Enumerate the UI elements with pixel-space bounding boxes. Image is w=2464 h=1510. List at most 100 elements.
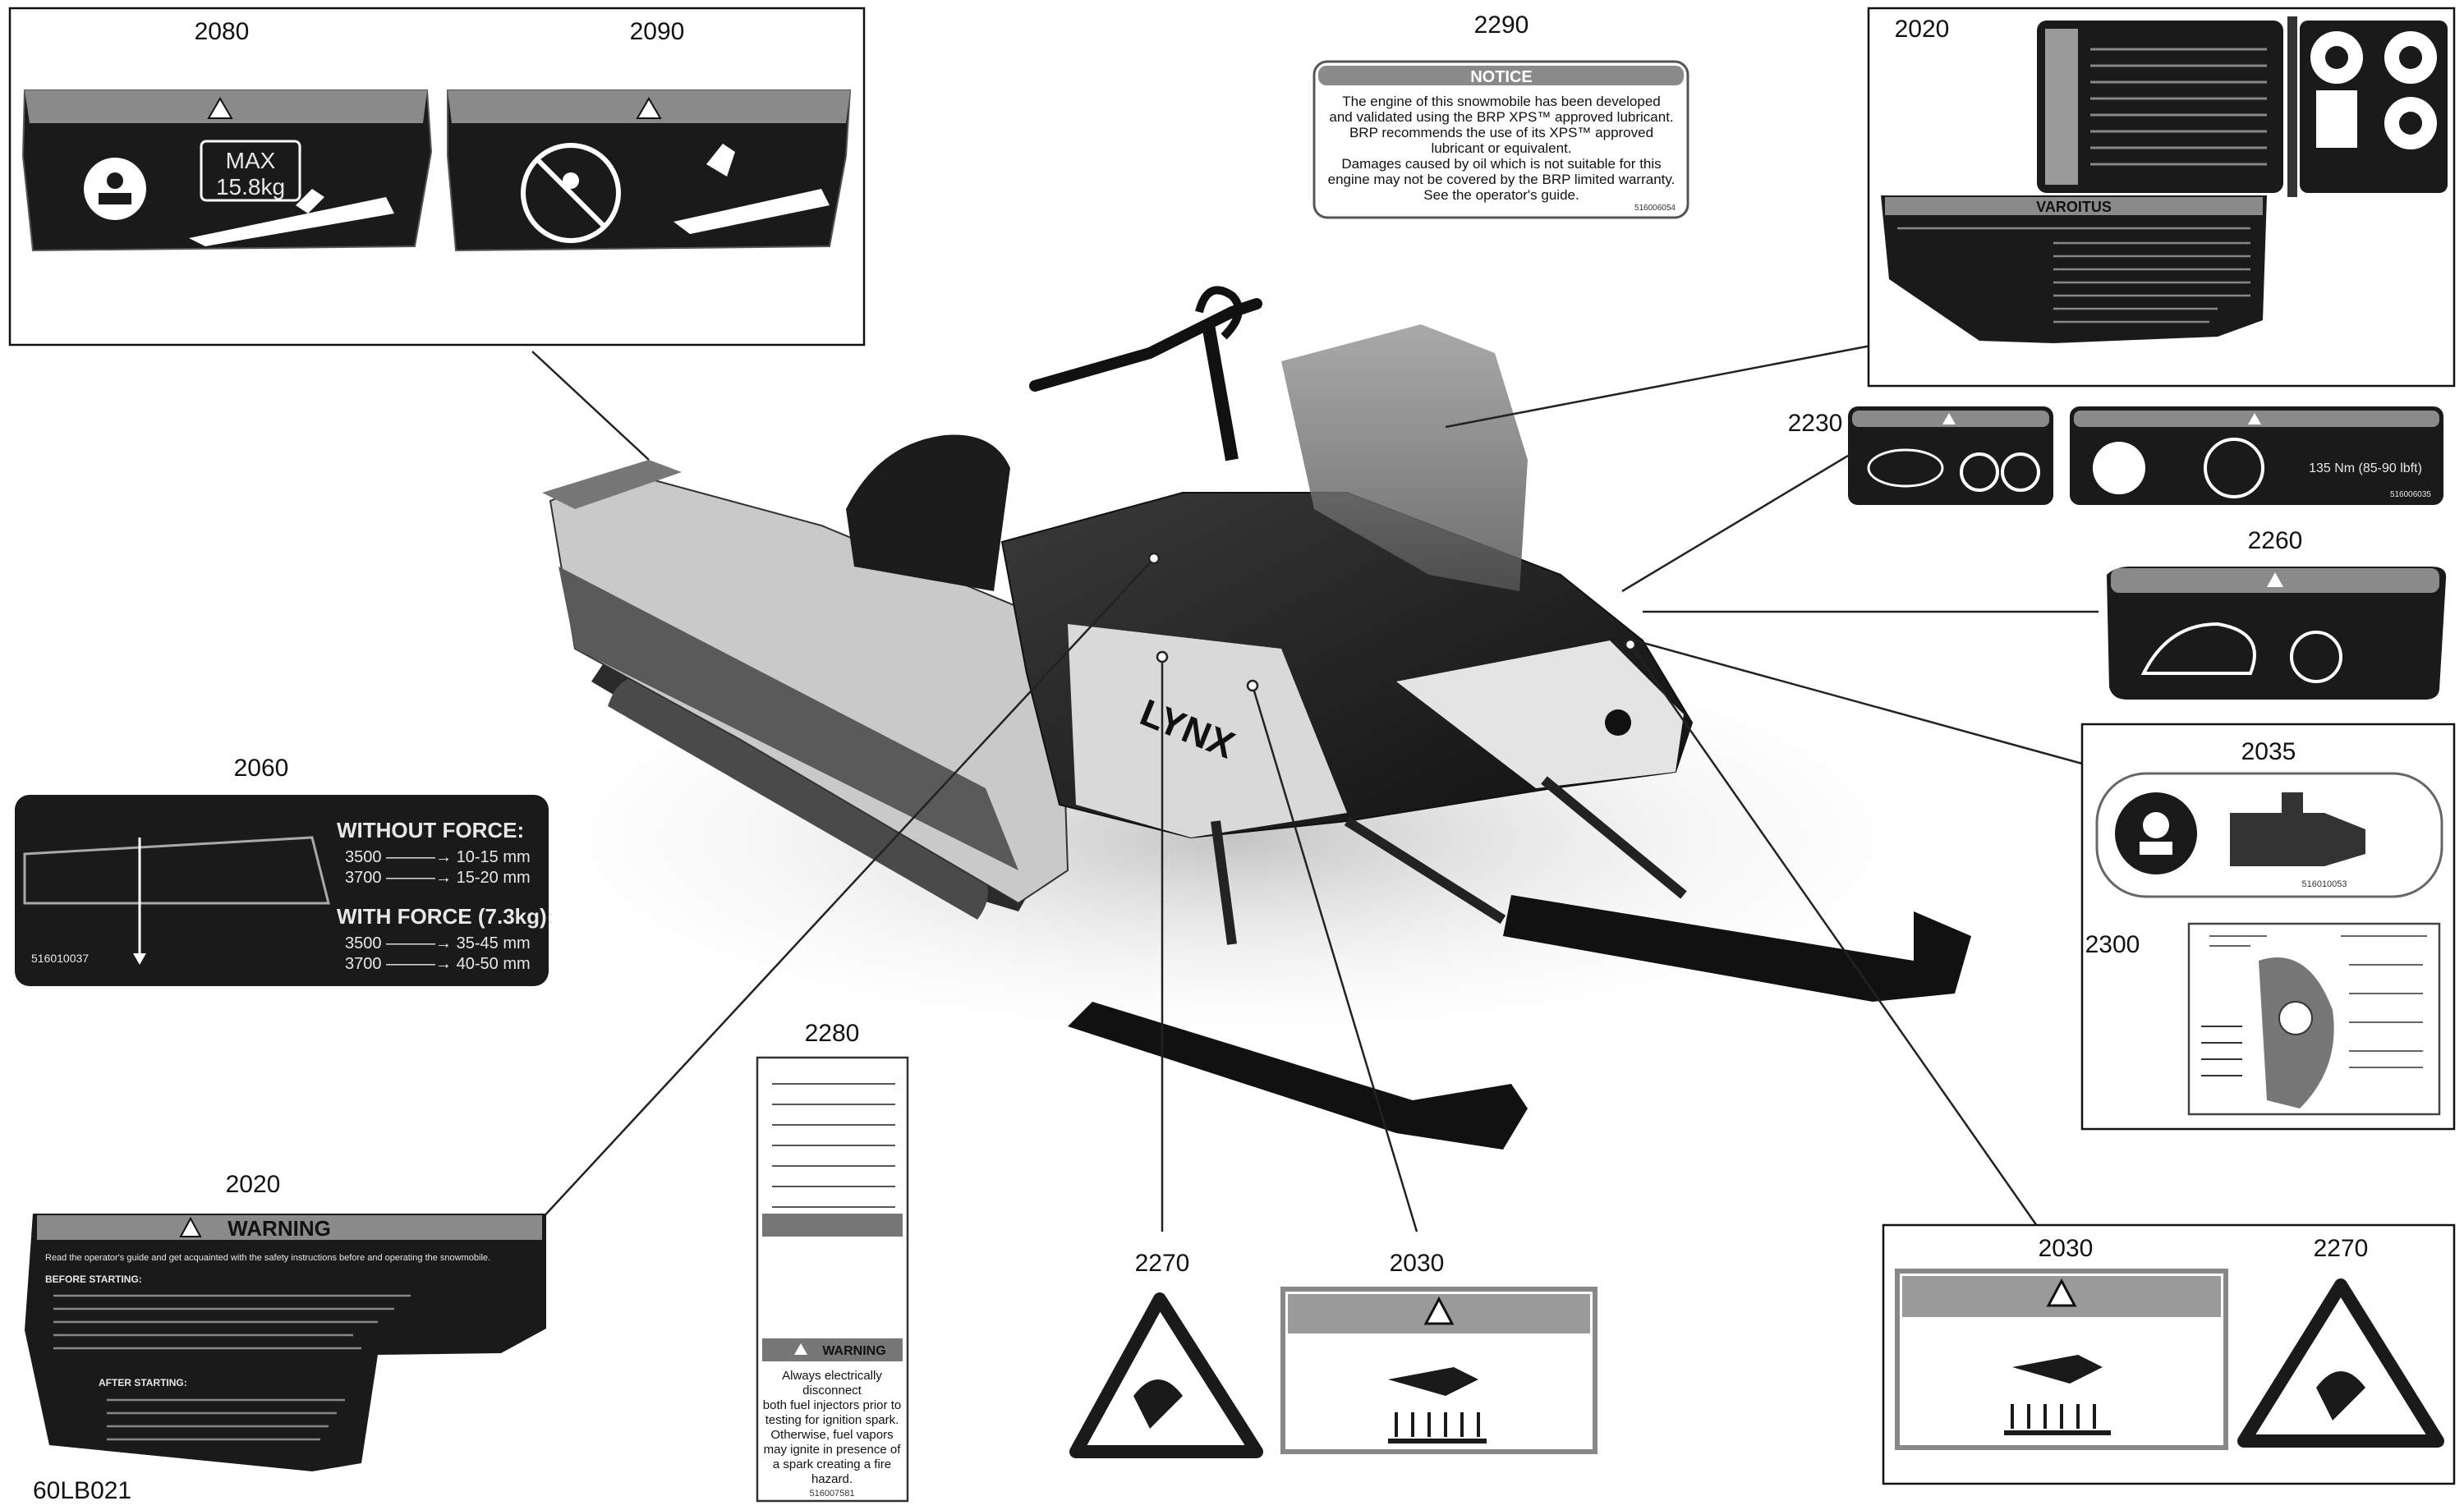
varoitus-header: VAROITUS xyxy=(2036,199,2112,215)
decal-2280: 2280 WARNING Always electrically disconn… xyxy=(756,1020,909,1503)
max-title: MAX xyxy=(226,148,276,173)
notice-line-6: engine may not be covered by the BRP lim… xyxy=(1328,172,1676,187)
leader-2230 xyxy=(1621,454,1849,593)
belt-spec-code: 516006035 xyxy=(2390,490,2431,499)
tunnel-side xyxy=(559,567,1018,870)
without-force-row-1: 3500 ———→ 10-15 mm xyxy=(345,848,531,866)
decal-2030-mid: 2030 xyxy=(1280,1250,1597,1454)
without-force-row-2: 3700 ———→ 15-20 mm xyxy=(345,869,531,887)
rack-icon xyxy=(189,197,394,246)
leader-points xyxy=(1147,552,1637,692)
leader-2080 xyxy=(531,351,650,461)
ref-2270-box: 2270 xyxy=(2314,1235,2369,1262)
manual-icon-2230 xyxy=(2093,442,2145,494)
max-value: 15.8kg xyxy=(216,174,285,200)
ref-2020-top: 2020 xyxy=(1895,16,1950,43)
steering-post xyxy=(1201,319,1239,461)
decal-2020-top-text-lines xyxy=(2090,48,2267,166)
hand-pinch-icon xyxy=(1133,1379,1183,1429)
heat-waves xyxy=(1395,1412,1480,1437)
ref-2060: 2060 xyxy=(234,755,289,782)
fall-hazard-icon xyxy=(2140,622,2256,675)
without-force-label: WITHOUT FORCE: xyxy=(337,818,524,842)
ski-right xyxy=(1503,895,1971,1002)
ref-2080: 2080 xyxy=(195,18,250,45)
decal-2020-bottom: 2020 WARNING Read the operator's guide a… xyxy=(25,1171,546,1504)
upside-down-text-lines xyxy=(772,1083,895,1208)
with-force-row-1: 3500 ———→ 35-45 mm xyxy=(345,934,531,952)
decal-2270-mid: 2270 xyxy=(1069,1250,1263,1458)
decal-2270-box xyxy=(2237,1278,2444,1448)
fuel-line-5: Otherwise, fuel vapors xyxy=(770,1428,893,1442)
clutch-icon xyxy=(2204,438,2264,498)
warning-text-lines-1 xyxy=(53,1294,411,1350)
leader-lines xyxy=(529,343,2099,1232)
rider-collision-icon xyxy=(2290,631,2342,683)
fuel-line-6: may ignite in presence of xyxy=(764,1443,902,1457)
with-force-label: WITH FORCE (7.3kg): xyxy=(337,904,554,929)
after-starting-label: AFTER STARTING: xyxy=(99,1377,187,1388)
ref-2270-mid: 2270 xyxy=(1135,1250,1190,1277)
belt-spec-text: 135 Nm (85-90 lbft) xyxy=(2309,461,2422,475)
decal-2230: 2230 135 Nm (85-90 lbft) 516006035 xyxy=(1788,406,2443,505)
fuel-line-1: Always electrically xyxy=(782,1369,882,1383)
decal-2080: MAX 15.8kg xyxy=(21,89,433,252)
decal-2060: 2060 WITHOUT FORCE: 3500 ———→ 10-15 mm 3… xyxy=(15,755,554,986)
suspension-icon xyxy=(23,836,330,905)
box-2035-2300: 2035 516010053 2300 xyxy=(2080,723,2456,1131)
point-d xyxy=(1624,638,1637,651)
rider-icon xyxy=(706,144,735,177)
before-starting-label: BEFORE STARTING: xyxy=(45,1274,142,1285)
belt-icon xyxy=(1867,448,1944,488)
ref-2260: 2260 xyxy=(2248,527,2303,554)
hand-hot-surface-icon xyxy=(1388,1367,1478,1396)
leader-2035 xyxy=(1634,639,2083,765)
decal-2290: 2290 NOTICE The engine of this snowmobil… xyxy=(1312,11,1689,219)
warning-intro: Read the operator's guide and get acquai… xyxy=(45,1253,490,1263)
windshield xyxy=(1281,324,1528,591)
riser-hoop xyxy=(1195,286,1243,340)
fuel-line-3: both fuel injectors prior to xyxy=(763,1398,901,1412)
notice-line-7: See the operator's guide. xyxy=(1423,187,1579,203)
diagram-code: 60LB021 xyxy=(33,1477,131,1504)
ski-left xyxy=(1068,1002,1528,1150)
code-2035: 516010053 xyxy=(2301,879,2347,889)
driveshaft-icon xyxy=(2230,813,2365,866)
decal-2090 xyxy=(447,89,852,252)
nose xyxy=(1396,640,1684,788)
handlebar xyxy=(1029,298,1262,392)
snowmobile-illustration: LYNX xyxy=(468,286,1996,1150)
leader-2030-box xyxy=(1629,644,2043,1232)
decal-2300-lines xyxy=(2209,935,2427,1068)
decal-2260: 2260 xyxy=(2107,527,2447,700)
ref-2090: 2090 xyxy=(630,18,685,45)
rear-rack xyxy=(542,460,682,509)
ref-2035: 2035 xyxy=(2241,738,2296,765)
ref-2280: 2280 xyxy=(805,1020,860,1047)
nose-logo xyxy=(1605,709,1631,736)
ref-2230: 2230 xyxy=(1788,410,1843,437)
notice-line-2: and validated using the BRP XPS™ approve… xyxy=(1329,109,1673,125)
suspension-code: 516010037 xyxy=(31,952,89,965)
with-force-row-2: 3700 ———→ 40-50 mm xyxy=(345,955,531,973)
box-2020-top: 2020 VAROITUS xyxy=(1867,7,2456,388)
ref-2030-box: 2030 xyxy=(2039,1235,2094,1262)
ref-2020-bottom: 2020 xyxy=(226,1171,281,1198)
fuel-line-7: a spark creating a fire xyxy=(773,1457,891,1471)
warning-header: WARNING xyxy=(228,1216,331,1241)
fuel-line-4: testing for ignition spark. xyxy=(765,1413,899,1427)
decal-2020-top-warning xyxy=(2037,21,2283,193)
side-panel xyxy=(1068,624,1347,838)
leader-2030-mid xyxy=(1251,685,1418,1232)
box-2030-2270: 2030 2270 xyxy=(1882,1223,2456,1485)
notice-line-1: The engine of this snowmobile has been d… xyxy=(1342,94,1661,109)
fuel-code: 516007581 xyxy=(809,1489,854,1499)
notice-code: 516006054 xyxy=(1634,204,1676,213)
notice-header: NOTICE xyxy=(1470,68,1533,86)
point-a xyxy=(1147,552,1161,565)
fuel-warning-header: WARNING xyxy=(822,1344,885,1358)
prohibited-icon xyxy=(521,143,621,243)
warning-text-lines-2 xyxy=(107,1398,345,1441)
varoitus-text-lines xyxy=(1897,227,2250,324)
